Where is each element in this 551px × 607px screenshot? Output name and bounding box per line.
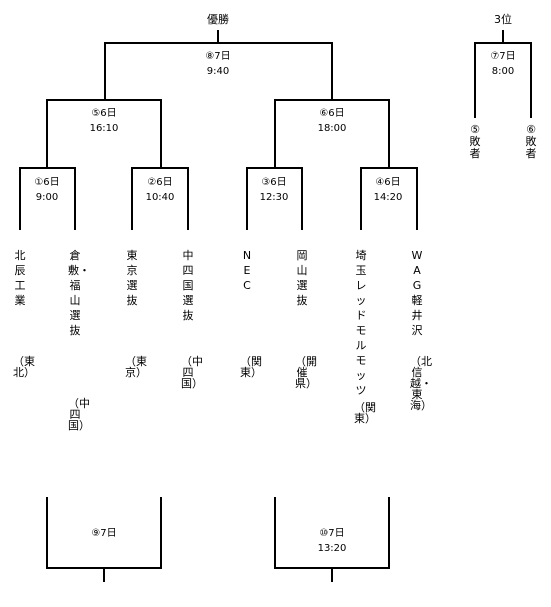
- m1-bracket-line: [19, 167, 76, 230]
- team-2-region: （中四国）: [68, 397, 90, 432]
- semi6-bracket-line: [274, 99, 390, 168]
- loser-5-label: ⑤敗者: [469, 123, 481, 160]
- team-7-name: 埼玉レッドモルモッツ: [355, 249, 367, 397]
- m4-bracket-line: [360, 167, 418, 230]
- team-3-name: 東京選抜: [126, 249, 138, 307]
- team-8-region: （北信越・東海）: [410, 355, 432, 412]
- team-6-region: （開催県）: [295, 355, 317, 390]
- team-8-name: WAG軽井沢: [411, 249, 423, 337]
- team-6-name: 岡山選抜: [296, 249, 308, 307]
- team-7-region: （関東）: [354, 401, 376, 425]
- team-5-name: NEC: [242, 249, 252, 292]
- match-7-label: ⑦7日: [490, 51, 516, 62]
- match-5-time: 16:10: [89, 123, 119, 134]
- match-2-time: 10:40: [145, 192, 175, 203]
- m2-bracket-line: [131, 167, 189, 230]
- match-8-time: 9:40: [206, 66, 230, 77]
- match-6-label: ⑥6日: [319, 108, 345, 119]
- match-5-label: ⑤6日: [91, 108, 117, 119]
- match-8-label: ⑧7日: [205, 51, 231, 62]
- team-1-name: 北辰工業: [14, 249, 26, 307]
- champion-title: 優勝: [207, 13, 229, 26]
- m3-bracket-line: [246, 167, 303, 230]
- team-2-name: 倉敷・福山選抜: [68, 249, 90, 337]
- match-9-label: ⑨7日: [91, 528, 117, 539]
- match-4-label: ④6日: [375, 177, 401, 188]
- loser-6-label: ⑥敗者: [525, 123, 537, 160]
- team-5-region: （関東）: [240, 355, 262, 379]
- match-10-label: ⑩7日: [319, 528, 345, 539]
- match-10-time: 13:20: [317, 543, 347, 554]
- match-4-time: 14:20: [373, 192, 403, 203]
- team-4-name: 中四国選抜: [182, 249, 194, 322]
- team-3-region: （東京）: [125, 355, 147, 379]
- team-1-region: （東北）: [13, 355, 35, 379]
- match-3-label: ③6日: [261, 177, 287, 188]
- match-3-time: 12:30: [259, 192, 289, 203]
- team-4-region: （中四国）: [181, 355, 203, 390]
- match-1-label: ①6日: [34, 177, 60, 188]
- match-6-time: 18:00: [317, 123, 347, 134]
- third-place-title: 3位: [494, 13, 512, 26]
- match-7-time: 8:00: [491, 66, 515, 77]
- semi5-bracket-line: [46, 99, 162, 168]
- match-2-label: ②6日: [147, 177, 173, 188]
- match-1-time: 9:00: [35, 192, 59, 203]
